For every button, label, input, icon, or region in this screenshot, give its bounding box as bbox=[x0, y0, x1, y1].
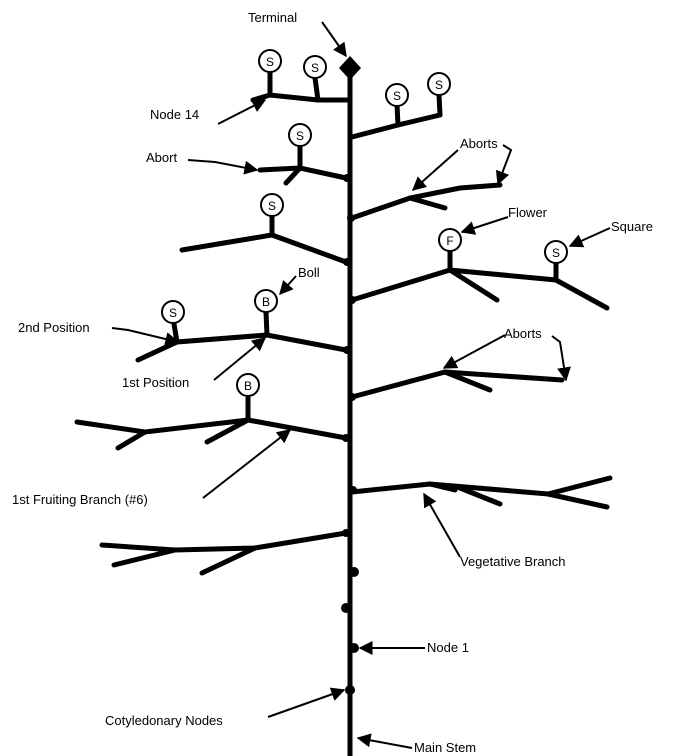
vegetative-branch-right bbox=[352, 478, 610, 507]
branch-left-3 bbox=[182, 215, 346, 262]
branch-left-5 bbox=[77, 398, 346, 448]
label-vegetative-branch: Vegetative Branch bbox=[460, 554, 566, 569]
svg-text:B: B bbox=[262, 295, 270, 309]
branch-right-2 bbox=[352, 185, 500, 218]
label-main-stem: Main Stem bbox=[414, 740, 476, 755]
svg-text:S: S bbox=[268, 199, 276, 213]
labels: Terminal Node 14 Abort Aborts Flower Squ… bbox=[12, 10, 653, 755]
svg-text:S: S bbox=[169, 306, 177, 320]
vegetative-branch-arrow bbox=[424, 494, 460, 557]
flower-marker: F bbox=[439, 229, 461, 251]
label-flower: Flower bbox=[508, 205, 548, 220]
label-aborts-upper: Aborts bbox=[460, 136, 498, 151]
stem-node bbox=[341, 603, 351, 613]
label-first-position: 1st Position bbox=[122, 375, 189, 390]
aborts-upper-arrow-1 bbox=[413, 150, 458, 190]
svg-text:S: S bbox=[435, 78, 443, 92]
square-arrow bbox=[570, 228, 610, 246]
svg-text:S: S bbox=[393, 89, 401, 103]
svg-text:F: F bbox=[446, 234, 453, 248]
second-position-arrow bbox=[112, 328, 178, 342]
stem-node bbox=[349, 567, 359, 577]
svg-text:S: S bbox=[296, 129, 304, 143]
terminal-arrow bbox=[322, 22, 346, 56]
boll-marker: B bbox=[237, 374, 259, 396]
branch-right-4 bbox=[352, 372, 562, 397]
stem-node bbox=[349, 643, 359, 653]
label-node14: Node 14 bbox=[150, 107, 199, 122]
node14-arrow bbox=[218, 100, 265, 124]
label-node1: Node 1 bbox=[427, 640, 469, 655]
first-position-arrow bbox=[214, 338, 265, 380]
first-fruiting-branch-arrow bbox=[203, 430, 290, 498]
svg-text:S: S bbox=[266, 55, 274, 69]
boll-arrow bbox=[280, 276, 296, 294]
label-cotyledonary-nodes: Cotyledonary Nodes bbox=[105, 713, 223, 728]
terminal-bud bbox=[339, 56, 361, 80]
square-marker: S bbox=[386, 84, 408, 106]
svg-text:S: S bbox=[311, 61, 319, 75]
square-marker: S bbox=[261, 194, 283, 216]
svg-text:S: S bbox=[552, 246, 560, 260]
flower-arrow bbox=[462, 217, 508, 232]
square-marker: S bbox=[304, 56, 326, 78]
label-second-position: 2nd Position bbox=[18, 320, 90, 335]
aborts-upper-arrow-2 bbox=[498, 145, 511, 184]
branch-right-3 bbox=[352, 250, 607, 308]
square-marker: S bbox=[162, 301, 184, 323]
cotyledonary-node bbox=[345, 685, 355, 695]
vegetative-branch-left bbox=[102, 533, 346, 573]
label-boll: Boll bbox=[298, 265, 320, 280]
square-marker: S bbox=[428, 73, 450, 95]
square-marker: S bbox=[289, 124, 311, 146]
label-abort: Abort bbox=[146, 150, 177, 165]
svg-text:B: B bbox=[244, 379, 252, 393]
label-terminal: Terminal bbox=[248, 10, 297, 25]
cotyledonary-arrow bbox=[268, 690, 344, 717]
label-first-fruiting-branch: 1st Fruiting Branch (#6) bbox=[12, 492, 148, 507]
aborts-lower-arrow-2 bbox=[552, 336, 566, 380]
square-marker: S bbox=[545, 241, 567, 263]
branch-node14 bbox=[253, 72, 348, 100]
label-aborts-lower: Aborts bbox=[504, 326, 542, 341]
main-stem-arrow bbox=[358, 738, 412, 748]
branch-left-2 bbox=[260, 146, 346, 183]
square-marker: S bbox=[259, 50, 281, 72]
boll-marker: B bbox=[255, 290, 277, 312]
label-square: Square bbox=[611, 219, 653, 234]
abort-arrow bbox=[188, 160, 257, 170]
aborts-lower-arrow-1 bbox=[444, 335, 505, 368]
fruit-markers: S S S S S S F S B S B bbox=[162, 50, 567, 396]
